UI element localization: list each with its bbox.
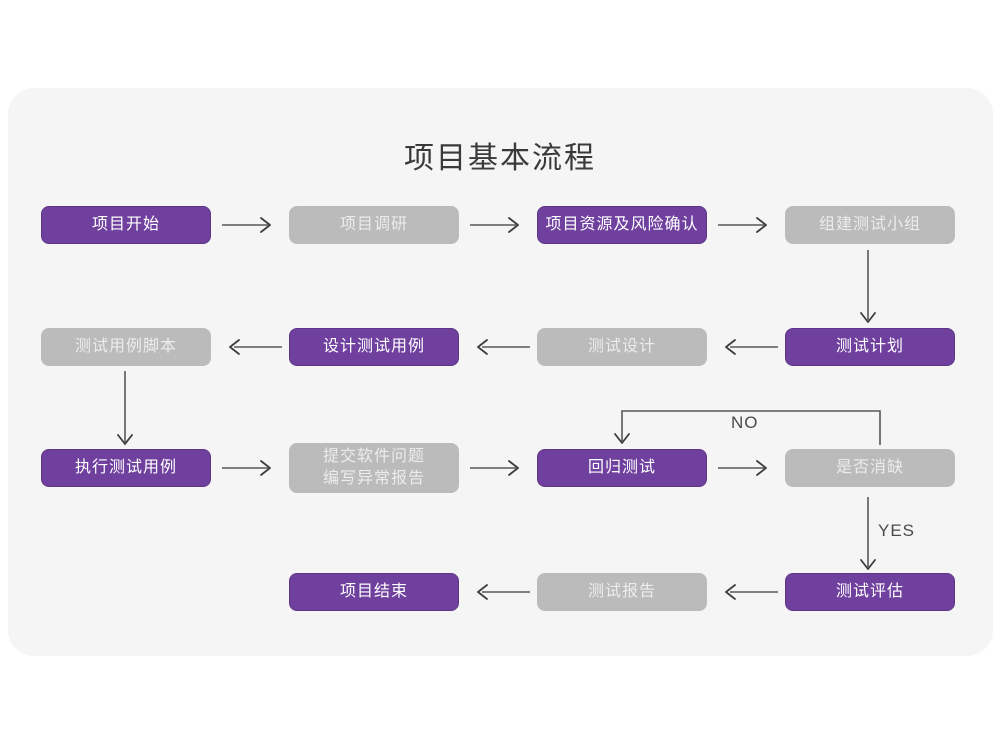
flow-node-execute-test-case[interactable]: 执行测试用例 [41, 449, 211, 487]
flow-node-defect-cleared-decision[interactable]: 是否消缺 [785, 449, 955, 487]
flow-node-project-research[interactable]: 项目调研 [289, 206, 459, 244]
flow-node-test-evaluation[interactable]: 测试评估 [785, 573, 955, 611]
flow-node-resource-risk-confirm[interactable]: 项目资源及风险确认 [537, 206, 707, 244]
flow-node-build-test-team[interactable]: 组建测试小组 [785, 206, 955, 244]
flow-node-project-end[interactable]: 项目结束 [289, 573, 459, 611]
flowchart-panel [8, 88, 993, 656]
page-title: 项目基本流程 [404, 142, 596, 175]
flow-node-regression-test[interactable]: 回归测试 [537, 449, 707, 487]
edge-label-yes: YES [878, 521, 916, 540]
flow-node-test-report[interactable]: 测试报告 [537, 573, 707, 611]
flow-node-project-start[interactable]: 项目开始 [41, 206, 211, 244]
flow-node-design-test-case[interactable]: 设计测试用例 [289, 328, 459, 366]
flow-node-submit-issue-report[interactable]: 提交软件问题 编写异常报告 [289, 443, 459, 493]
flow-node-test-plan[interactable]: 测试计划 [785, 328, 955, 366]
flow-node-test-design[interactable]: 测试设计 [537, 328, 707, 366]
flow-node-test-case-script[interactable]: 测试用例脚本 [41, 328, 211, 366]
edge-label-no: NO [731, 413, 759, 432]
